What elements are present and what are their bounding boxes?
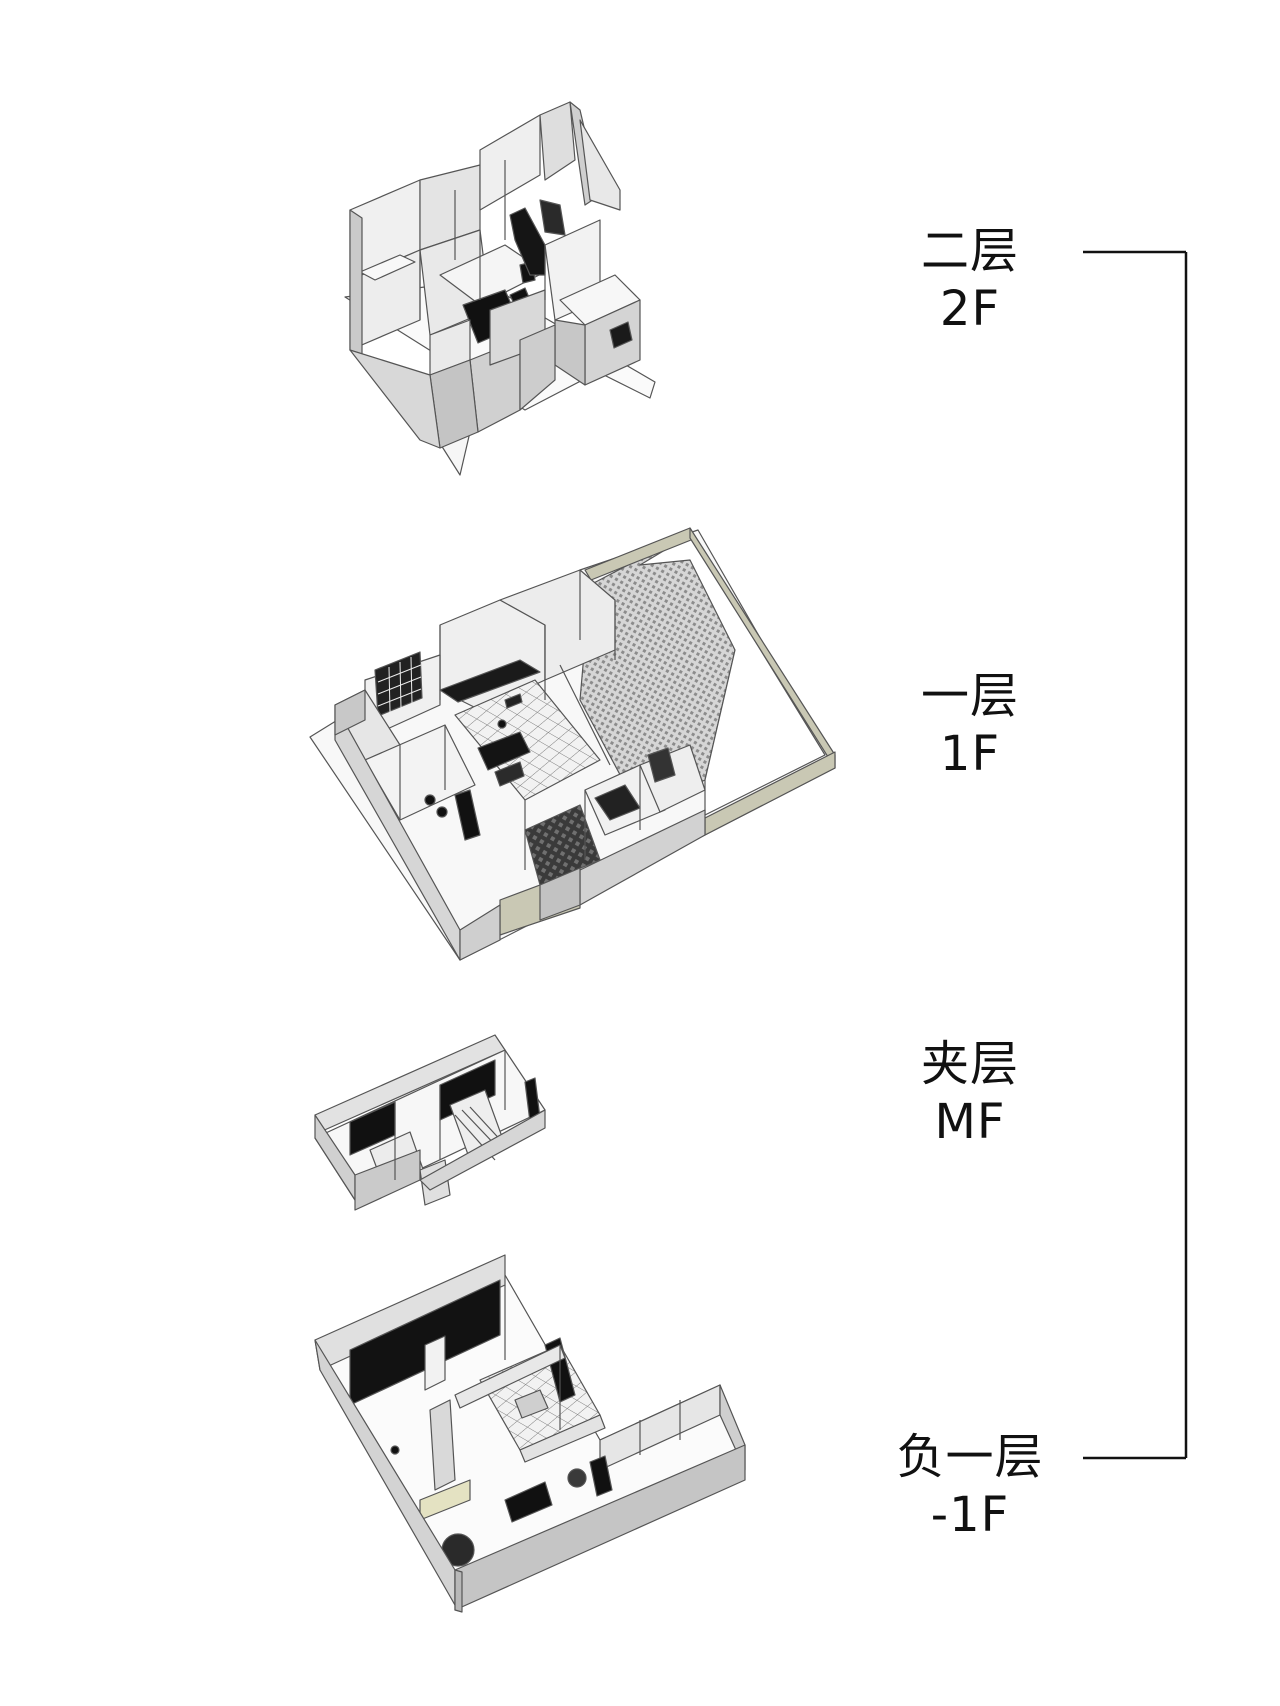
floor-name-cn: 负一层 — [896, 1429, 1044, 1485]
floor-model-2f — [344, 101, 656, 476]
floor-model-b1 — [314, 1254, 746, 1613]
floor-label-b1: 负一层 -1F — [870, 1428, 1070, 1544]
floor-model-1f — [309, 527, 836, 961]
floor-name-cn: 夹层 — [920, 1036, 1019, 1092]
floor-name-en: 1F — [939, 726, 1001, 782]
floor-name-en: 2F — [939, 281, 1001, 337]
floor-label-1f: 一层 1F — [870, 667, 1070, 783]
floor-name-en: -1F — [930, 1487, 1010, 1543]
floor-model-mf — [314, 1034, 546, 1211]
floor-name-cn: 二层 — [920, 223, 1019, 279]
floor-bracket — [1083, 250, 1188, 1460]
floor-label-2f: 二层 2F — [870, 222, 1070, 338]
floor-label-mf: 夹层 MF — [870, 1035, 1070, 1151]
floor-name-cn: 一层 — [920, 668, 1019, 724]
floor-name-en: MF — [934, 1094, 1006, 1150]
